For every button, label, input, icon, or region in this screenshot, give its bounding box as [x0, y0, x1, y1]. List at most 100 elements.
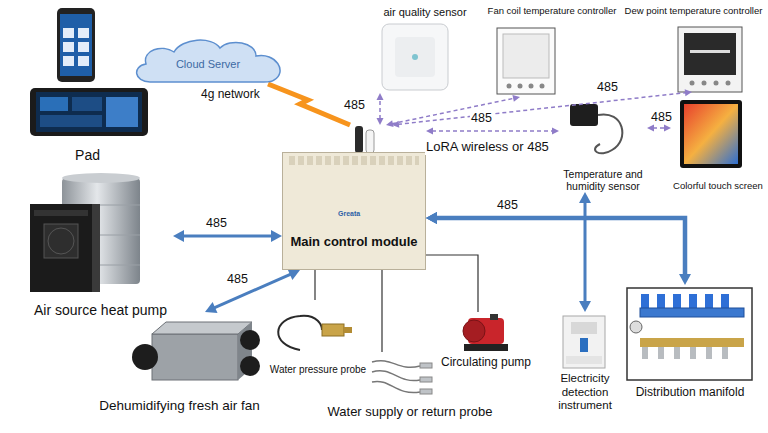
arrowhead: [512, 95, 520, 102]
connector: [315, 270, 316, 300]
arrowhead: [205, 302, 217, 313]
connector-label: 485: [596, 80, 619, 94]
connector-line: [183, 235, 272, 238]
arrowhead: [647, 125, 654, 132]
node-label: Circulating pump: [441, 356, 531, 370]
arrowhead: [664, 125, 671, 132]
connector: [426, 212, 691, 285]
arrowhead: [426, 212, 437, 224]
connector-line: [436, 218, 585, 302]
connector-label: 485: [343, 98, 366, 112]
connector-label: 485: [226, 272, 249, 286]
node-label: Dehumidifying fresh air fan: [99, 398, 260, 414]
pressure-probe-icon: [278, 316, 352, 350]
arrowhead: [426, 212, 437, 224]
air-quality-sensor-icon: [382, 24, 448, 90]
node-label: Air source heat pump: [34, 302, 167, 318]
connector: [205, 269, 300, 313]
cloud-outline: [137, 40, 280, 82]
device-node: Distribution manifold: [624, 285, 756, 400]
node-label: Colorful touch screen: [673, 181, 763, 192]
brand-logo-text: Greata: [337, 210, 361, 218]
connector: [386, 95, 520, 127]
device-node: Air source heat pump: [28, 172, 173, 318]
connector-line: [381, 270, 382, 352]
connector-label: 485: [205, 216, 228, 230]
connector: [647, 125, 671, 132]
device-node: Pad: [25, 5, 150, 163]
connector-line: [268, 84, 350, 125]
connector-line: [426, 255, 478, 312]
node-label: Electricity detection instrument: [550, 372, 620, 412]
arrowhead: [579, 301, 591, 312]
connector: [426, 255, 478, 312]
arrowhead: [552, 128, 559, 135]
note-label: LoRA wireless or 485: [425, 140, 550, 155]
antenna-icon: [355, 126, 374, 153]
connector: [173, 230, 282, 242]
device-node: Water pressure probe: [268, 300, 369, 375]
connector-label: 485: [496, 198, 519, 212]
connector-label: 485: [470, 111, 493, 125]
node-label: air quality sensor: [383, 6, 466, 19]
device-node: Circulating pump: [438, 312, 534, 370]
node-label: Pad: [75, 147, 100, 163]
connector: [426, 128, 559, 135]
arrowhead: [288, 269, 300, 280]
arrowhead: [377, 118, 384, 125]
device-node: Colorful touch screen: [671, 98, 765, 192]
node-label: Distribution manifold: [636, 386, 745, 400]
node-label: Water pressure probe: [270, 364, 366, 376]
device-node: Dehumidifying fresh air fan: [92, 312, 267, 414]
arrowhead: [392, 121, 399, 128]
arrowhead: [377, 93, 384, 100]
arrowhead: [173, 230, 184, 242]
connector: [392, 89, 692, 127]
terminal-strip: [289, 156, 419, 165]
connector-line: [653, 127, 665, 129]
node-label: Dew point temperature controller: [625, 6, 763, 17]
lightning-link: [268, 84, 350, 125]
device-node: Dew point temperature controller: [623, 5, 765, 92]
connector-line: [436, 218, 685, 275]
touch-screen-icon: [680, 100, 742, 168]
phone-icon: [57, 8, 95, 82]
fresh-air-fan-icon: [132, 322, 260, 380]
arrowhead: [426, 128, 433, 135]
connector: [426, 212, 591, 312]
electricity-meter-icon: [563, 316, 605, 368]
device-node: Electricity detection instrument: [548, 312, 622, 412]
connector-line: [379, 99, 381, 119]
arrowhead: [271, 230, 282, 242]
node-label: Water supply or return probe: [328, 405, 493, 420]
cloud-node: Cloud Server: [128, 36, 288, 84]
node-label: Temperature and humidity sensor: [561, 168, 645, 192]
arrowhead: [426, 212, 437, 224]
connector: [382, 270, 383, 352]
connector-line: [398, 93, 686, 125]
connector-label: 485: [650, 110, 673, 124]
circulating-pump-icon: [463, 314, 508, 351]
manifold-icon: [627, 288, 752, 380]
node-label: Fan coil temperature controller: [488, 6, 617, 17]
arrowhead: [679, 274, 691, 285]
node-label: Cloud Server: [176, 58, 240, 71]
device-node: Temperature and humidity sensor: [559, 100, 647, 192]
module-box: Main control module: [282, 125, 426, 270]
connector: [377, 93, 384, 125]
arrowhead: [386, 120, 394, 127]
node-label: Main control module: [290, 235, 417, 250]
device-node: air quality sensor: [370, 5, 480, 93]
fan-coil-controller-icon: [497, 28, 555, 94]
dew-point-controller-icon: [678, 27, 742, 92]
connector-label: 4g network: [200, 88, 261, 102]
connector-line: [314, 270, 315, 300]
temperature-humidity-sensor-icon: [570, 104, 622, 153]
supply-probe-icon: [372, 361, 432, 394]
arrowhead: [579, 192, 591, 203]
connector-line: [432, 130, 553, 132]
connector-line: [392, 98, 514, 124]
